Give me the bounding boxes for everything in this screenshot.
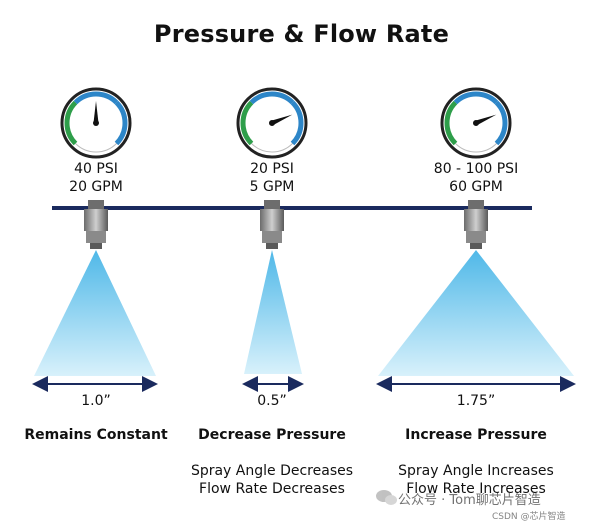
spray-width-label-3: 1.75” [456,393,496,409]
panel-heading-2: Decrease Pressure [198,427,346,443]
pressure-gauge-1 [60,87,132,159]
flow-rate-note: Flow Rate Increases [406,481,546,497]
spray-cone-decrease [244,250,302,374]
spray-width-label-2: 0.5” [257,393,287,409]
wechat-icon [376,490,397,505]
pressure-value: 80 - 100 PSI [433,161,519,177]
gauge-needle-1 [93,101,99,126]
spray-angle-note: Spray Angle Increases [398,463,554,479]
pressure-readout-1: 40 PSI 20 GPM [26,160,166,196]
panel-description-2: Spray Angle Decreases Flow Rate Decrease… [162,462,382,498]
diagram-title: Pressure & Flow Rate [153,20,450,48]
spray-cone-constant [34,250,156,376]
nozzle-2 [260,200,284,249]
pressure-gauge-2 [236,87,308,159]
spray-cone-increase [378,250,574,376]
watermark-text: 公众号 · Tom聊芯片智造 [398,493,541,508]
pressure-value: 40 PSI [74,161,118,177]
panel-heading-3: Increase Pressure [405,427,547,443]
spray-width-label-1: 1.0” [81,393,111,409]
gauge-needle-2 [269,114,293,126]
gauge-needle-3 [473,114,497,126]
flow-value: 60 GPM [449,179,503,195]
pressure-readout-2: 20 PSI 5 GPM [202,160,342,196]
spray-angle-note: Spray Angle Decreases [190,463,354,479]
nozzle-1 [84,200,108,249]
pressure-value: 20 PSI [250,161,294,177]
pressure-readout-3: 80 - 100 PSI 60 GPM [406,160,546,196]
flow-value: 5 GPM [249,179,295,195]
panel-heading-1: Remains Constant [24,427,168,443]
watermark-small-text: CSDN @芯片智造 [492,512,566,522]
flow-rate-note: Flow Rate Decreases [199,481,345,497]
panel-description-3: Spray Angle Increases Flow Rate Increase… [366,462,586,498]
pressure-gauge-3 [440,87,512,159]
nozzle-3 [464,200,488,249]
flow-value: 20 GPM [69,179,123,195]
